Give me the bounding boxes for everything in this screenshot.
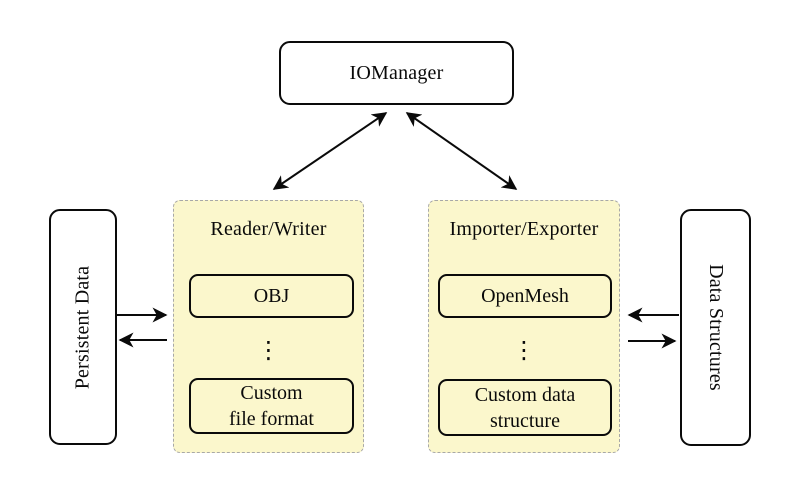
arrow-iomanager-readerwriter-icon <box>272 112 388 190</box>
iomanager-node: IOManager <box>279 41 514 105</box>
custom-file-format-node: Custom file format <box>189 378 354 434</box>
reader-writer-group: Reader/Writer OBJ ⋮ Custom file format <box>173 200 364 453</box>
data-structures-label: Data Structures <box>705 264 728 391</box>
custom-file-format-label: Custom file format <box>229 382 314 430</box>
obj-node: OBJ <box>189 274 354 318</box>
persistent-data-label: Persistent Data <box>71 265 94 389</box>
persistent-data-node: Persistent Data <box>49 209 117 445</box>
custom-data-structure-label: Custom data structure <box>474 383 576 432</box>
obj-label: OBJ <box>253 285 290 307</box>
vertical-dots-icon: ⋮ <box>256 336 281 364</box>
importer-exporter-title: Importer/Exporter <box>449 218 599 240</box>
openmesh-label: OpenMesh <box>481 285 569 307</box>
arrow-iomanager-importerexporter-icon <box>405 112 518 190</box>
vertical-dots-icon: ⋮ <box>512 336 536 364</box>
reader-writer-title: Reader/Writer <box>210 218 327 240</box>
custom-data-structure-node: Custom data structure <box>438 379 612 436</box>
data-structures-node: Data Structures <box>680 209 751 446</box>
openmesh-node: OpenMesh <box>438 274 612 318</box>
iomanager-label: IOManager <box>349 61 444 84</box>
importer-exporter-group: Importer/Exporter OpenMesh ⋮ Custom data… <box>428 200 620 453</box>
